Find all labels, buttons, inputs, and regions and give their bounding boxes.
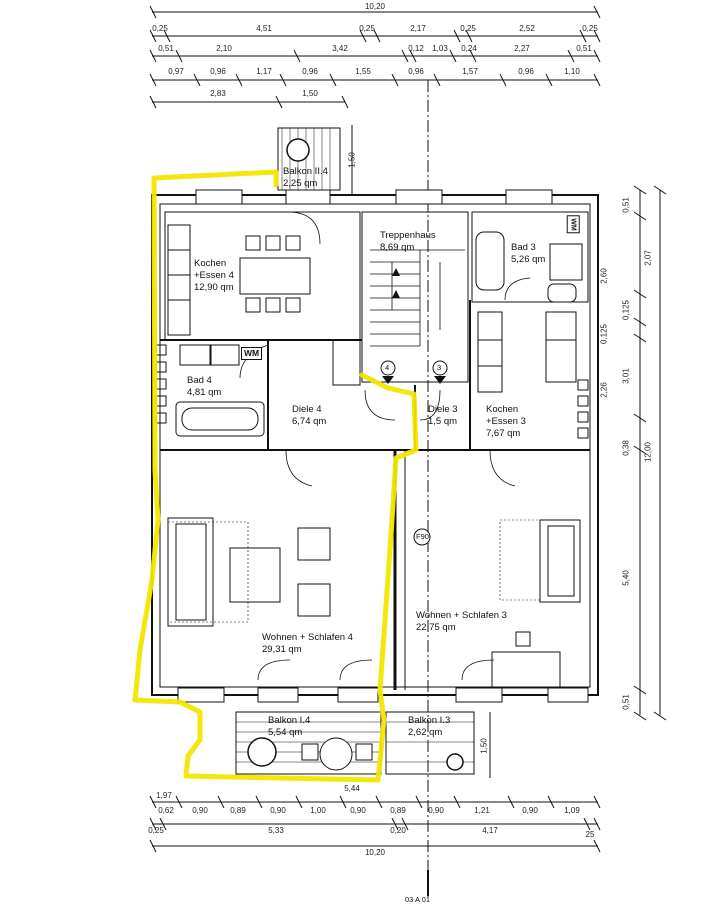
dim-top-r1: 0,25 — [359, 24, 375, 33]
dim-top-r1: 0,25 — [152, 24, 168, 33]
dim-top-total: 10,20 — [364, 2, 386, 11]
dim-right-inner: 2,07 — [643, 250, 653, 266]
balkon-ii4-area: 2,25 qm — [283, 178, 318, 189]
dim-top-r3: 1,17 — [256, 67, 272, 76]
dim-right-inner: 0,51 — [621, 197, 631, 213]
dim-top-r2: 1,03 — [432, 44, 448, 53]
dim-top-r2: 3,42 — [332, 44, 348, 53]
dim-right-inner: 0,125 — [621, 299, 631, 321]
dim-bottom-total: 10,20 — [364, 848, 386, 857]
dim-bottom-r2: 0,25 — [148, 826, 164, 835]
dim-bottom-r2: 5,33 — [268, 826, 284, 835]
dim-top-r2: 2,10 — [216, 44, 232, 53]
dim-right-inner: 2,60 — [599, 268, 609, 284]
dim-top-r3: 0,96 — [518, 67, 534, 76]
dim-right-outer: 12,00 — [643, 441, 653, 463]
washing-machine-label-3: WM — [566, 215, 580, 234]
washing-machine-label-4: WM — [241, 347, 263, 360]
dim-top-r2: 0,12 — [408, 44, 424, 53]
dim-top-r2: 0,51 — [158, 44, 174, 53]
wohnen3-area: 22,75 qm — [416, 622, 456, 633]
wohnen4-area: 29,31 qm — [262, 644, 302, 655]
dim-right-inner: 5,40 — [621, 570, 631, 586]
dim-top-r1: 0,25 — [582, 24, 598, 33]
dim-right-inner: 0,125 — [599, 323, 609, 345]
diele4-name: Diele 4 — [292, 404, 322, 415]
dim-top-r1: 4,51 — [256, 24, 272, 33]
dim-bottom-r1: 0,90 — [270, 806, 286, 815]
treppenhaus-name: Treppenhaus — [380, 230, 436, 241]
dim-top-r2: 0,51 — [576, 44, 592, 53]
diele3-area: 1,5 qm — [428, 416, 458, 427]
dim-bottom-r2: 25 — [585, 830, 595, 839]
dim-top-r3: 0,96 — [210, 67, 226, 76]
dim-bottom-r1: 0,90 — [350, 806, 366, 815]
dim-top-r1: 2,17 — [410, 24, 426, 33]
diele4-area: 6,74 qm — [292, 416, 327, 427]
dim-bottom-r2: 4,17 — [482, 826, 498, 835]
dim-top-r3: 1,57 — [462, 67, 478, 76]
dim-top-r1: 0,25 — [460, 24, 476, 33]
dim-balkon-bottom: 1,50 — [479, 738, 489, 754]
dim-bottom-r1: 0,62 — [158, 806, 174, 815]
bad4-name: Bad 4 — [187, 375, 212, 386]
dim-top-r4: 1,50 — [302, 89, 318, 98]
dim-right-inner: 0,38 — [621, 440, 631, 456]
dim-top-r3: 1,10 — [564, 67, 580, 76]
dim-right-inner: 0,51 — [621, 694, 631, 710]
kochen3-area: 7,67 qm — [486, 428, 521, 439]
dim-top-r4: 2,83 — [210, 89, 226, 98]
kochen3-name1: Kochen — [486, 404, 519, 415]
diele3-name: Diele 3 — [428, 404, 458, 415]
dim-bottom-r1: 1,09 — [564, 806, 580, 815]
dim-right-inner: 2,26 — [599, 382, 609, 398]
bad3-area: 5,26 qm — [511, 254, 546, 265]
balkon-i3-area: 2,62 qm — [408, 727, 443, 738]
kochen4-name2: +Essen 4 — [194, 270, 234, 281]
dim-top-r3: 0,97 — [168, 67, 184, 76]
dim-bottom-r1: 1,21 — [474, 806, 490, 815]
dim-bottom-r1: 0,90 — [428, 806, 444, 815]
dim-bottom-r2: 0,20 — [390, 826, 406, 835]
bad3-name: Bad 3 — [511, 242, 536, 253]
dim-bottom-r1: 0,89 — [230, 806, 246, 815]
dim-bottom-r1: 0,90 — [522, 806, 538, 815]
dim-top-r3: 0,96 — [408, 67, 424, 76]
dim-right-inner: 3,01 — [621, 368, 631, 384]
stair-marker-4: 4 — [385, 363, 390, 372]
balkon-ii4-name: Balkon II.4 — [283, 166, 328, 177]
wohnen4-name: Wohnen + Schlafen 4 — [262, 632, 353, 643]
dim-balkon-top: 1,50 — [347, 152, 357, 168]
kochen3-name2: +Essen 3 — [486, 416, 526, 427]
treppenhaus-area: 8,69 qm — [380, 242, 415, 253]
kochen4-area: 12,90 qm — [194, 282, 234, 293]
dim-top-r1: 2,52 — [519, 24, 535, 33]
dim-bottom-r1: 0,89 — [390, 806, 406, 815]
dim-top-r2: 0,24 — [461, 44, 477, 53]
wohnen3-name: Wohnen + Schlafen 3 — [416, 610, 507, 621]
dim-top-r2: 2,27 — [514, 44, 530, 53]
balkon-i4-area: 5,54 qm — [268, 727, 303, 738]
section-reference: 03 A 01 — [405, 895, 431, 904]
f90-marker: F90 — [416, 532, 429, 541]
dim-top-r3: 1,55 — [355, 67, 371, 76]
dim-balcony: 5,44 — [344, 784, 360, 793]
dim-bottom-r1: 0,90 — [192, 806, 208, 815]
dim-top-r3: 0,96 — [302, 67, 318, 76]
balkon-i3-name: Balkon I.3 — [408, 715, 451, 726]
dim-balcony: 1,97 — [156, 791, 172, 800]
bad4-area: 4,81 qm — [187, 387, 222, 398]
balkon-i4-name: Balkon I.4 — [268, 715, 311, 726]
kochen4-name1: Kochen — [194, 258, 227, 269]
dim-bottom-r1: 1,00 — [310, 806, 326, 815]
stair-marker-3: 3 — [437, 363, 442, 372]
